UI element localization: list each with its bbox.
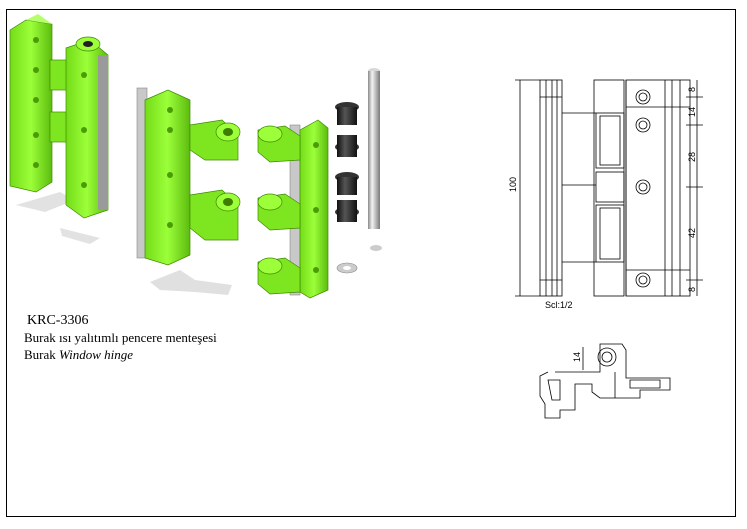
scale-label: Scl:1/2 xyxy=(545,300,573,310)
hinge-elevation-drawing xyxy=(515,79,703,297)
dim-bottom: 8 xyxy=(687,287,697,292)
brand-name: Burak xyxy=(24,347,60,362)
dim-42: 42 xyxy=(687,228,697,238)
dimension-labels: 100 8 14 28 42 8 14 xyxy=(508,87,697,362)
product-code: KRC-3306 xyxy=(27,313,89,328)
product-type-en: Window hinge xyxy=(59,347,134,362)
dim-overall-height: 100 xyxy=(508,177,518,192)
hinge-render-left xyxy=(9,14,109,244)
dim-28: 28 xyxy=(687,152,697,162)
drawing-frame xyxy=(6,9,736,517)
hinge-parts-exploded xyxy=(335,68,382,274)
dim-top: 8 xyxy=(687,87,697,92)
hinge-section-drawing xyxy=(539,343,671,419)
hinge-render-right xyxy=(257,119,329,299)
product-description-en: Burak Window hinge xyxy=(24,347,133,363)
dim-14: 14 xyxy=(687,107,697,117)
hinge-render-middle xyxy=(136,87,241,295)
dim-section: 14 xyxy=(572,352,582,362)
product-description-tr: Burak ısı yalıtımlı pencere menteşesi xyxy=(24,330,217,345)
